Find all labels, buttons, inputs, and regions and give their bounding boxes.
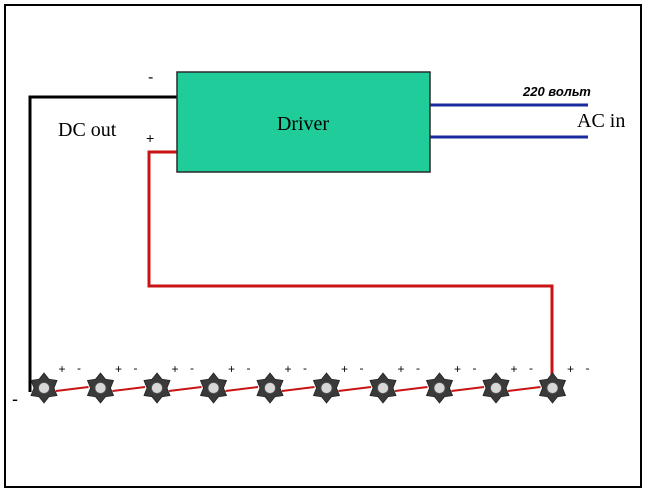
led-plus-sign: + <box>58 362 65 376</box>
driver-box <box>176 71 431 173</box>
led-minus-sign: - <box>77 361 81 375</box>
led-minus-sign: - <box>416 361 420 375</box>
led-link-wire <box>281 386 315 392</box>
led-lens-icon <box>207 382 220 394</box>
led-plus-sign: + <box>228 362 235 376</box>
led-lens-icon <box>433 382 446 394</box>
led-minus-sign: - <box>303 361 307 375</box>
led-link-wire <box>394 386 428 392</box>
led-lens-icon <box>264 382 276 394</box>
led-minus-sign: - <box>190 361 194 375</box>
led-link-wire <box>338 386 372 392</box>
led-lens-icon <box>490 382 502 394</box>
led-plus-sign: + <box>397 362 404 376</box>
ac-in-label: AC in <box>577 110 625 132</box>
led-plus-sign: + <box>567 362 574 376</box>
led-plus-sign: + <box>510 362 517 376</box>
led-lens-icon <box>151 382 163 394</box>
led-minus-sign: - <box>134 361 138 375</box>
driver-label: Driver <box>277 113 330 135</box>
led-lens-icon <box>546 382 559 394</box>
led-minus-sign: - <box>586 361 590 375</box>
led-link-wire <box>507 386 541 392</box>
led-plus-sign: + <box>115 362 122 376</box>
led-minus-sign: - <box>473 361 477 375</box>
voltage-label: 220 вольт <box>522 84 591 99</box>
positive-wire <box>147 150 554 380</box>
led-link-wire <box>112 386 146 392</box>
dc-out-label: DC out <box>58 119 117 141</box>
led-plus-sign: + <box>454 362 461 376</box>
driver-plus-sign: + <box>146 130 154 146</box>
led-link-wire <box>55 386 89 392</box>
chain-minus-sign: - <box>12 389 18 409</box>
led-minus-sign: - <box>247 361 251 375</box>
led-lens-icon <box>320 382 333 394</box>
led-minus-sign: - <box>360 361 364 375</box>
driver-minus-sign: - <box>148 69 153 86</box>
led-plus-sign: + <box>284 362 291 376</box>
led-link-wire <box>225 386 259 392</box>
led-lens-icon <box>94 382 107 394</box>
led-plus-sign: + <box>341 362 348 376</box>
led-lens-icon <box>377 382 389 394</box>
led-chain: -+-+-+-+-+-+-+-+-+-+ <box>30 361 590 404</box>
led-plus-sign: + <box>171 362 178 376</box>
led-link-wire <box>168 386 202 392</box>
negative-wire <box>28 95 177 392</box>
led-link-wire <box>451 386 485 392</box>
led-minus-sign: - <box>529 361 533 375</box>
led-lens-icon <box>38 382 50 394</box>
